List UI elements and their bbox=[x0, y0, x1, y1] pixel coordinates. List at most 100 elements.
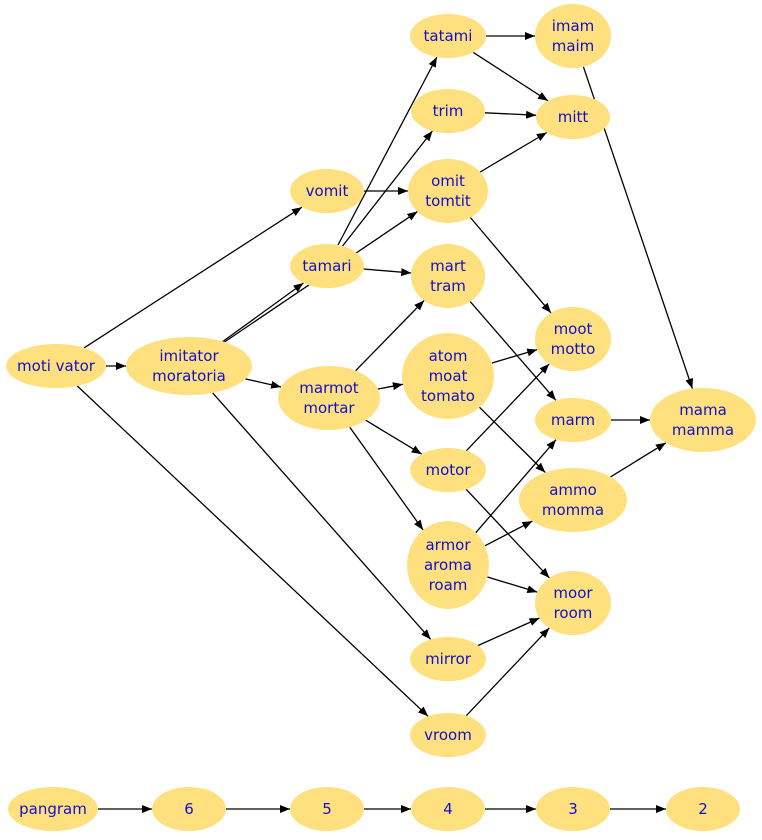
node-label: room bbox=[554, 604, 593, 622]
node-shape bbox=[411, 89, 485, 133]
node-shape bbox=[536, 787, 610, 831]
edge-tatami-to-mitt bbox=[472, 51, 549, 102]
edge-imitator-to-tamari bbox=[222, 282, 304, 343]
node-imam: imam maim bbox=[535, 4, 611, 68]
node-vomit: vomit bbox=[290, 169, 364, 213]
node-shape bbox=[290, 787, 364, 831]
node-label: mama bbox=[679, 401, 727, 419]
node-label: imitator bbox=[159, 347, 219, 365]
node-mart: mart tram bbox=[411, 244, 485, 308]
edge-imitator-to-mirror bbox=[212, 392, 432, 640]
node-shape bbox=[410, 14, 486, 58]
node-label: tomtit bbox=[425, 192, 471, 210]
node-label: aroma bbox=[424, 556, 472, 574]
node-motor: motor bbox=[410, 448, 486, 492]
node-label: omit bbox=[431, 172, 465, 190]
node-label: mirror bbox=[425, 650, 472, 668]
edge-vroom-to-moor bbox=[465, 627, 550, 717]
node-shape bbox=[666, 787, 740, 831]
edge-motivator-to-vomit bbox=[83, 206, 303, 349]
node-layer: moti vator imitator moratoria vomit tamari ma… bbox=[6, 4, 756, 831]
node-label: motor bbox=[425, 461, 471, 479]
node-label: mamma bbox=[672, 421, 734, 439]
node-omit: omit tomtit bbox=[408, 159, 488, 223]
node-marm: marm bbox=[535, 398, 611, 442]
node-n4: 4 bbox=[411, 787, 485, 831]
node-motivator: moti vator bbox=[6, 344, 106, 388]
edge-marmot-to-motor bbox=[365, 419, 423, 455]
node-label: 4 bbox=[443, 800, 453, 818]
node-shape bbox=[290, 169, 364, 213]
node-ammo: ammo momma bbox=[519, 468, 627, 532]
edge-mirror-to-moor bbox=[477, 617, 540, 647]
node-label: imam bbox=[552, 17, 595, 35]
node-shape bbox=[410, 713, 486, 757]
node-label: 6 bbox=[184, 800, 194, 818]
edge-marmot-to-armor bbox=[349, 426, 424, 531]
node-tatami: tatami bbox=[410, 14, 486, 58]
node-label: maim bbox=[552, 37, 595, 55]
node-shape bbox=[126, 337, 252, 395]
node-shape bbox=[535, 398, 611, 442]
node-label: tamari bbox=[302, 257, 351, 275]
edge-motor-to-moot bbox=[465, 363, 550, 452]
node-label: tomato bbox=[421, 387, 475, 405]
node-mitt: mitt bbox=[536, 95, 610, 139]
node-label: marmot bbox=[299, 379, 358, 397]
node-label: mortar bbox=[303, 399, 355, 417]
node-shape bbox=[290, 244, 364, 288]
node-shape bbox=[408, 159, 488, 223]
node-label: momma bbox=[542, 501, 604, 519]
node-shape bbox=[410, 448, 486, 492]
node-label: 3 bbox=[568, 800, 578, 818]
node-shape bbox=[519, 468, 627, 532]
node-atom: atom moat tomato bbox=[402, 333, 494, 419]
node-label: tatami bbox=[424, 27, 473, 45]
node-label: mitt bbox=[558, 108, 589, 126]
node-label: moat bbox=[429, 367, 468, 385]
node-tamari: tamari bbox=[290, 244, 364, 288]
node-trim: trim bbox=[411, 89, 485, 133]
edge-armor-to-marm bbox=[475, 439, 557, 534]
node-label: vomit bbox=[306, 182, 349, 200]
edge-mart-to-marm bbox=[469, 301, 557, 401]
node-shape bbox=[650, 388, 756, 452]
node-label: ammo bbox=[549, 481, 597, 499]
edge-armor-to-ammo bbox=[484, 520, 533, 547]
edge-trim-to-mitt bbox=[484, 110, 537, 119]
node-label: trim bbox=[433, 102, 464, 120]
node-label: atom bbox=[429, 347, 468, 365]
node-shape bbox=[6, 344, 106, 388]
node-label: armor bbox=[425, 536, 471, 554]
node-label: moor bbox=[553, 584, 593, 602]
edge-armor-to-moor bbox=[487, 576, 538, 594]
node-label: moot bbox=[554, 320, 593, 338]
node-shape bbox=[407, 521, 489, 609]
node-label: pangram bbox=[19, 800, 87, 818]
edge-tamari-to-mart bbox=[363, 268, 412, 277]
node-marmot: marmot mortar bbox=[278, 366, 380, 430]
node-n2: 2 bbox=[666, 787, 740, 831]
node-label: mart bbox=[430, 257, 466, 275]
node-mirror: mirror bbox=[410, 637, 486, 681]
node-label: tram bbox=[430, 277, 466, 295]
node-shape bbox=[8, 787, 98, 831]
node-label: 2 bbox=[698, 800, 708, 818]
node-shape bbox=[535, 4, 611, 68]
edge-tamari-to-tatami bbox=[337, 56, 438, 246]
node-shape bbox=[411, 787, 485, 831]
edge-tamari-to-trim bbox=[342, 130, 433, 247]
node-label: 5 bbox=[322, 800, 332, 818]
edge-imitator-to-marmot bbox=[245, 378, 282, 389]
node-shape bbox=[402, 333, 494, 419]
node-label: moratoria bbox=[152, 367, 226, 385]
edge-marmot-to-atom bbox=[377, 382, 404, 391]
node-shape bbox=[410, 637, 486, 681]
edge-ammo-to-mama bbox=[610, 442, 667, 478]
edge-omit-to-moot bbox=[469, 217, 552, 314]
edge-atom-to-moot bbox=[491, 348, 538, 364]
